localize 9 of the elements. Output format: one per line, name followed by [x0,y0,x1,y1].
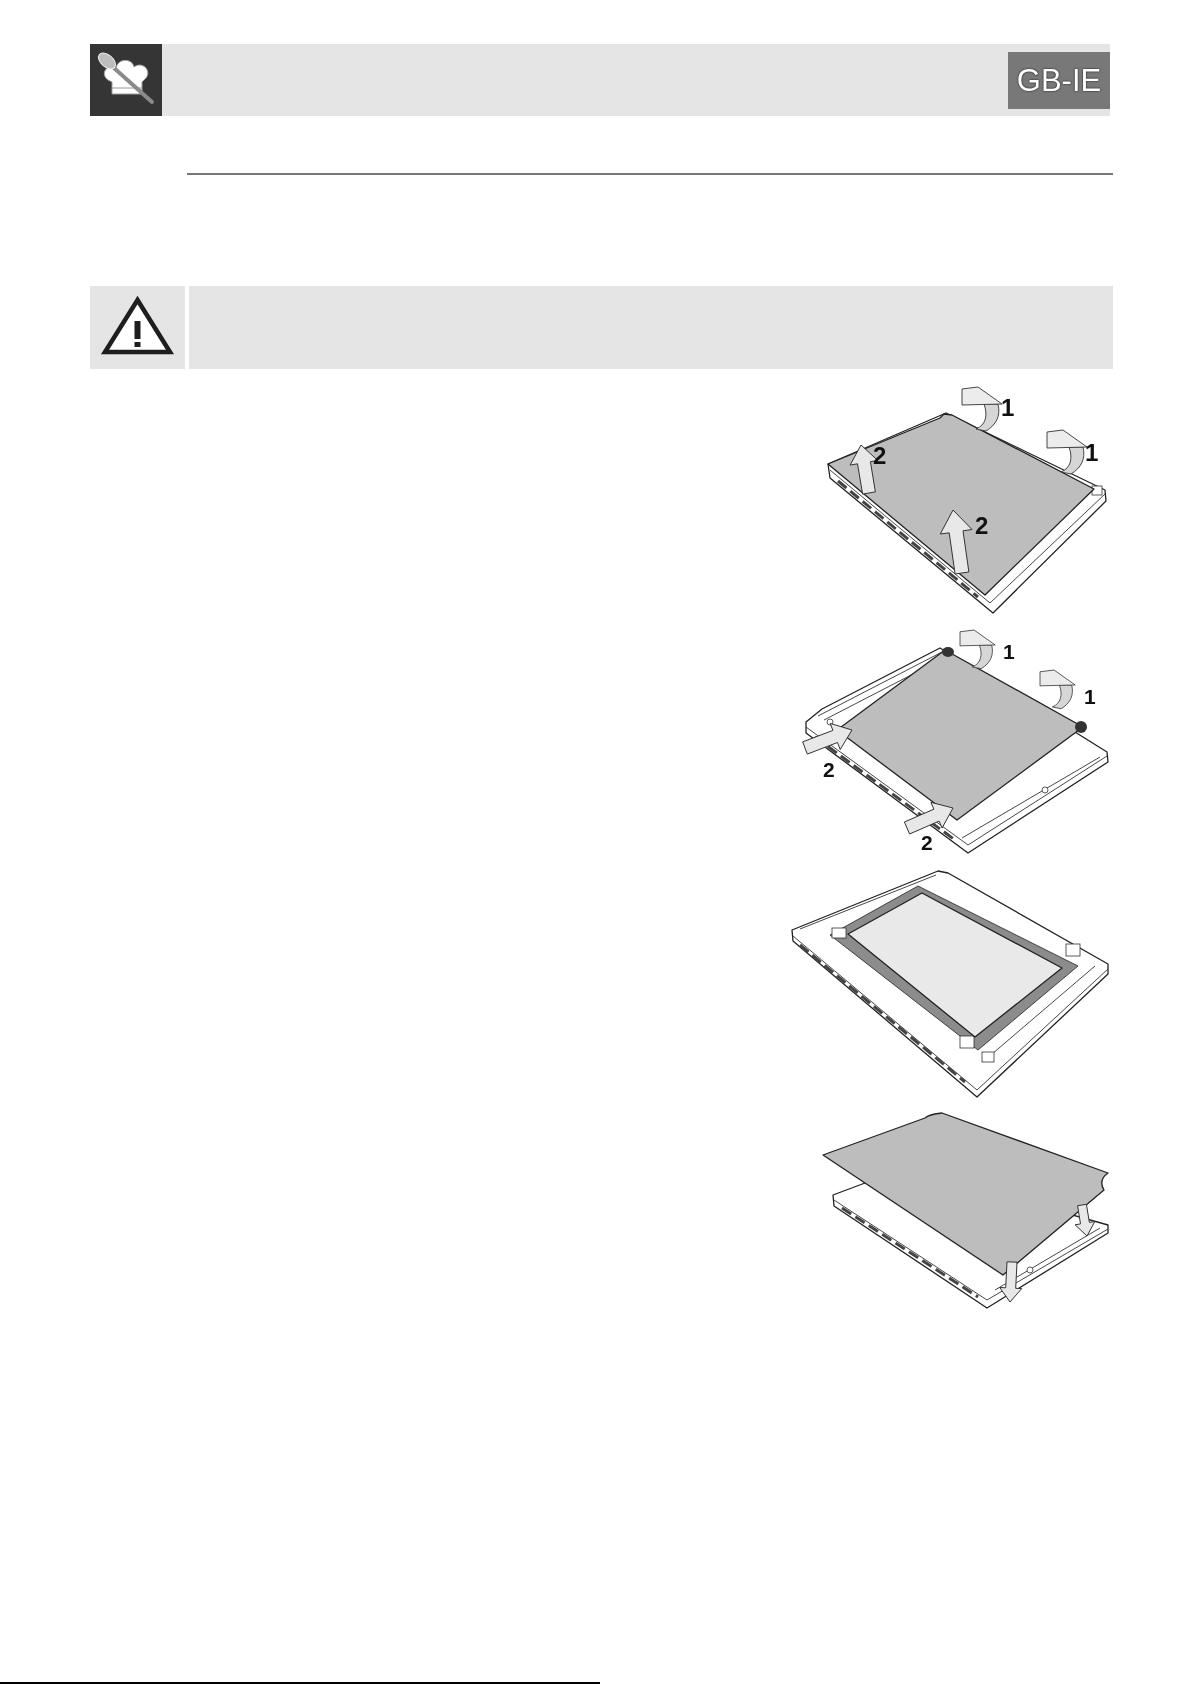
callout-number: 1 [1003,641,1015,662]
callout-number: 1 [1085,441,1099,465]
callout-number: 1 [1001,396,1015,420]
callout-number: 2 [975,514,989,538]
callout-number: 2 [823,759,835,780]
callout-number: 2 [873,444,887,468]
country-code-badge: GB-IE [1008,52,1110,109]
callout-number: 2 [921,832,933,853]
callout-number: 1 [1084,686,1096,707]
